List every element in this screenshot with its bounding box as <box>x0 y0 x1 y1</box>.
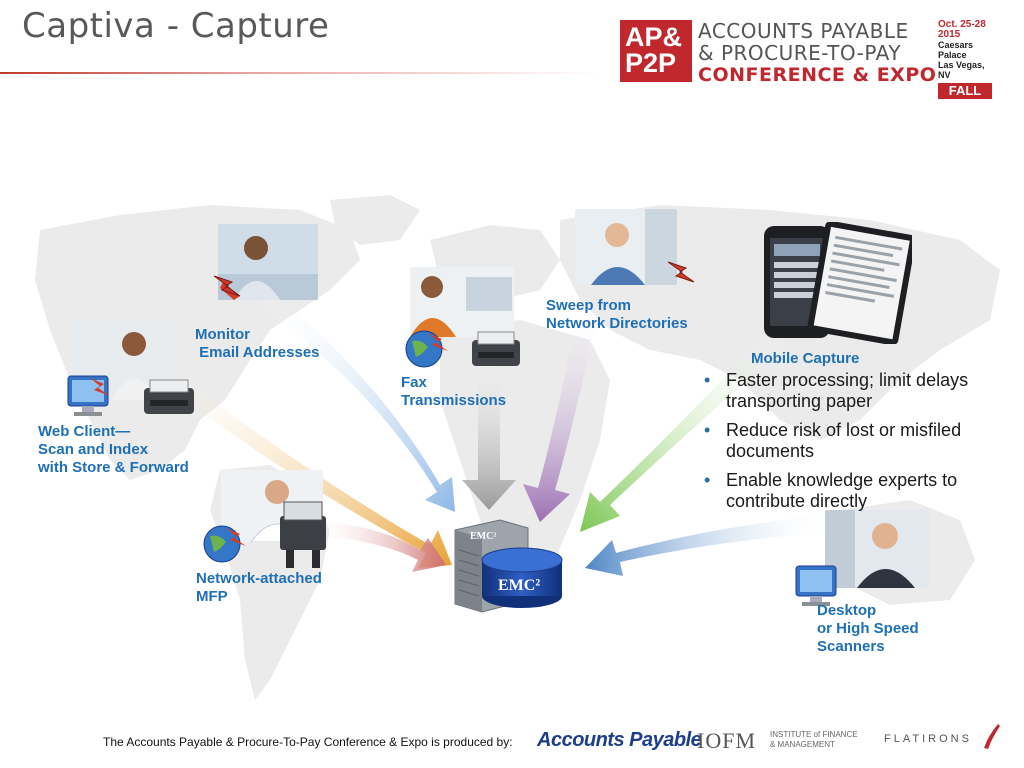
badge-line-2: P2P <box>625 48 677 78</box>
ap-p2p-badge: AP& P2P <box>620 20 692 82</box>
label-desktop-scanners: Desktop or High Speed Scanners <box>817 602 919 655</box>
conference-dates: Oct. 25-28 <box>938 19 986 30</box>
benefit-item: Faster processing; limit delays transpor… <box>700 370 1000 412</box>
emc-hub <box>454 519 563 613</box>
globe-icon <box>203 525 246 563</box>
arrow-sweep <box>523 300 600 522</box>
conference-line-1: ACCOUNTS PAYABLE <box>698 19 909 43</box>
mobile-devices-illustration <box>764 222 912 344</box>
label-web-client: Web Client— Scan and Index with Store & … <box>38 423 189 476</box>
accounts-payable-logo: Accounts Payable <box>537 729 702 751</box>
label-sweep: Sweep from Network Directories <box>546 297 688 332</box>
badge-line-1: AP& <box>625 22 683 52</box>
arrow-fax <box>462 340 516 510</box>
flatirons-logo: FLATIRONS <box>884 733 972 745</box>
sweep-user-photo <box>575 209 677 285</box>
monitor-icon <box>67 375 110 416</box>
server-front <box>455 530 482 612</box>
mobile-benefits-list: Faster processing; limit delays transpor… <box>700 370 1000 520</box>
label-monitor-email: Monitor Email Addresses <box>195 326 320 361</box>
label-mfp: Network-attached MFP <box>196 570 322 605</box>
conference-season: FALL <box>938 83 992 99</box>
arrow-email <box>260 290 455 512</box>
database-label: EMC² <box>498 577 541 594</box>
lightning-icon <box>213 275 241 297</box>
greenland-shape <box>330 195 420 245</box>
arrow-mfp <box>310 520 446 572</box>
iofm-subtitle: INSTITUTE of FINANCE & MANAGEMENT <box>770 730 858 750</box>
flatirons-swoosh-icon <box>984 724 1000 749</box>
slide-title: Captiva - Capture <box>22 6 330 46</box>
monitor-icon <box>795 565 837 606</box>
conference-line-3: CONFERENCE & EXPO <box>698 64 937 86</box>
globe-icon <box>405 330 448 368</box>
iofm-subtitle-line-1: INSTITUTE of FINANCE <box>770 730 858 739</box>
database-top <box>481 547 563 573</box>
conference-logo: AP& P2P ACCOUNTS PAYABLE & PROCURE-TO-PA… <box>620 20 992 99</box>
title-divider <box>0 72 600 74</box>
lightning-icon <box>667 261 695 283</box>
conference-date: Oct. 25-28 2015 Caesars Palace Las Vegas… <box>938 20 992 99</box>
conference-year: 2015 <box>938 29 961 40</box>
iofm-logo: IOFM <box>697 728 757 753</box>
benefit-item: Reduce risk of lost or misfiled document… <box>700 420 1000 462</box>
iofm-subtitle-line-2: & MANAGEMENT <box>770 740 835 749</box>
conference-city: Las Vegas, NV <box>938 60 985 80</box>
email-user-photo <box>218 224 318 300</box>
fax-user-photo <box>410 267 514 337</box>
mfp-printer-icon <box>280 501 326 568</box>
conference-venue: Caesars Palace <box>938 40 974 60</box>
fax-machine-icon <box>472 331 520 366</box>
scanner-icon <box>144 379 194 414</box>
benefit-item: Enable knowledge experts to contribute d… <box>700 470 1000 512</box>
label-mobile-capture: Mobile Capture <box>751 350 860 367</box>
footer-text: The Accounts Payable & Procure-To-Pay Co… <box>103 735 513 749</box>
conference-line-2: & PROCURE-TO-PAY <box>698 41 902 65</box>
arrow-desktop <box>585 515 835 576</box>
arrow-web-client <box>150 360 452 568</box>
conference-name: ACCOUNTS PAYABLE & PROCURE-TO-PAY CONFER… <box>698 20 936 86</box>
desktop-user-photo <box>825 510 929 588</box>
server-label: EMC² <box>470 531 497 542</box>
label-fax: Fax Transmissions <box>401 374 507 409</box>
